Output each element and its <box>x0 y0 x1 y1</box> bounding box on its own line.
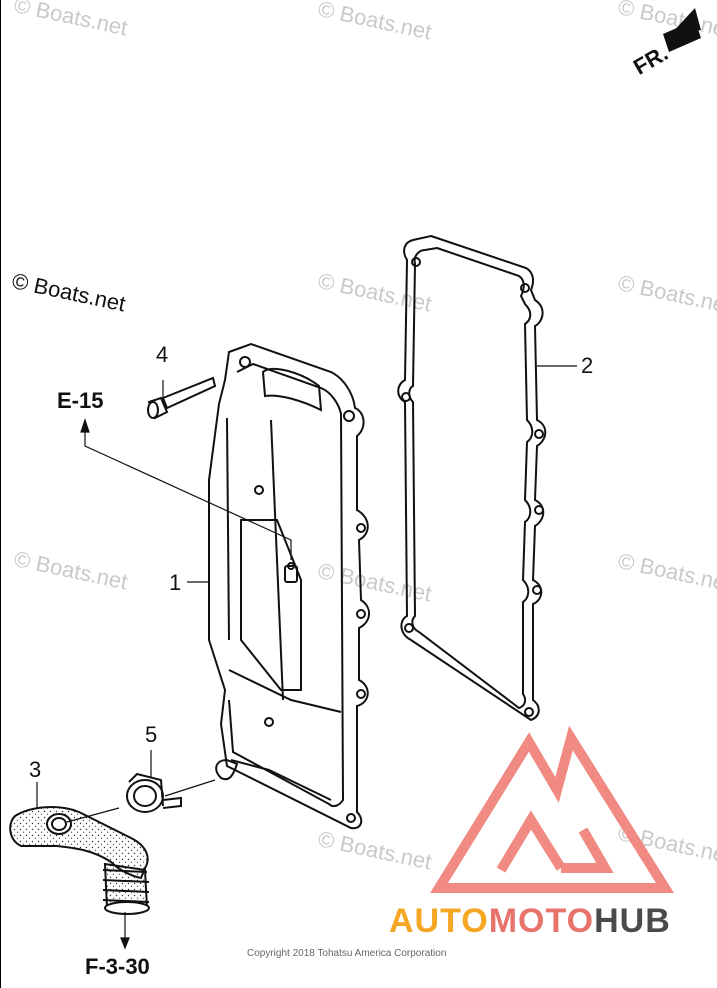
reference-e-15[interactable]: E-15 <box>57 388 104 413</box>
leader-lines <box>36 365 577 950</box>
callout-3: 3 <box>29 757 42 782</box>
breather-hose <box>9 806 150 915</box>
brand-part-auto: AUTO <box>389 902 489 940</box>
callout-2: 2 <box>581 353 594 378</box>
brand-part-hub: HUB <box>594 902 671 940</box>
brand-logo-icon <box>430 725 675 893</box>
callout-5: 5 <box>145 722 158 747</box>
brand-part-moto: MOTO <box>488 902 595 940</box>
brand-wordmark: AUTOMOTOHUB <box>389 902 671 941</box>
flange-bolt <box>147 376 217 420</box>
front-arrow-icon <box>663 8 701 52</box>
copyright-notice: Copyright 2018 Tohatsu America Corporati… <box>247 948 447 959</box>
callout-4: 4 <box>156 342 169 367</box>
reference-f-3-30[interactable]: F-3-30 <box>85 954 150 979</box>
hose-clamp <box>126 772 182 813</box>
gasket <box>397 234 547 722</box>
callout-1: 1 <box>169 570 182 595</box>
head-cover <box>208 342 370 830</box>
